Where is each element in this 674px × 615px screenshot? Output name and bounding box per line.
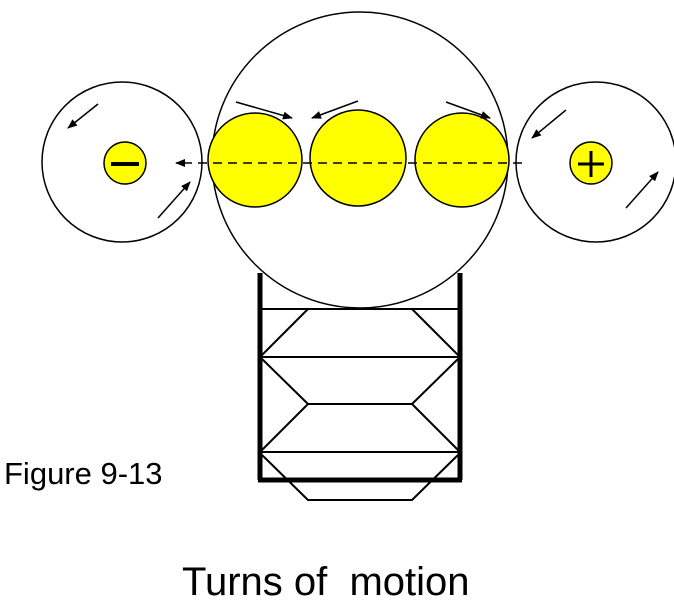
motion-arrows	[67, 100, 659, 219]
arrow-icon	[625, 171, 659, 209]
yellow-ball-1	[207, 112, 303, 208]
arrow-icon	[445, 101, 491, 119]
arrow-icon	[157, 181, 191, 219]
arrow-icon	[531, 109, 567, 139]
arrow-icon	[67, 103, 99, 129]
caption: Turns of motion	[182, 560, 470, 604]
yellow-ball-3	[414, 112, 510, 208]
arrow-icon	[311, 100, 359, 119]
base-block	[257, 273, 463, 501]
arrow-icon	[235, 101, 293, 120]
yellow-ball-2	[309, 109, 407, 207]
figure-label: Figure 9-13	[4, 456, 163, 491]
plus-icon	[578, 151, 604, 177]
